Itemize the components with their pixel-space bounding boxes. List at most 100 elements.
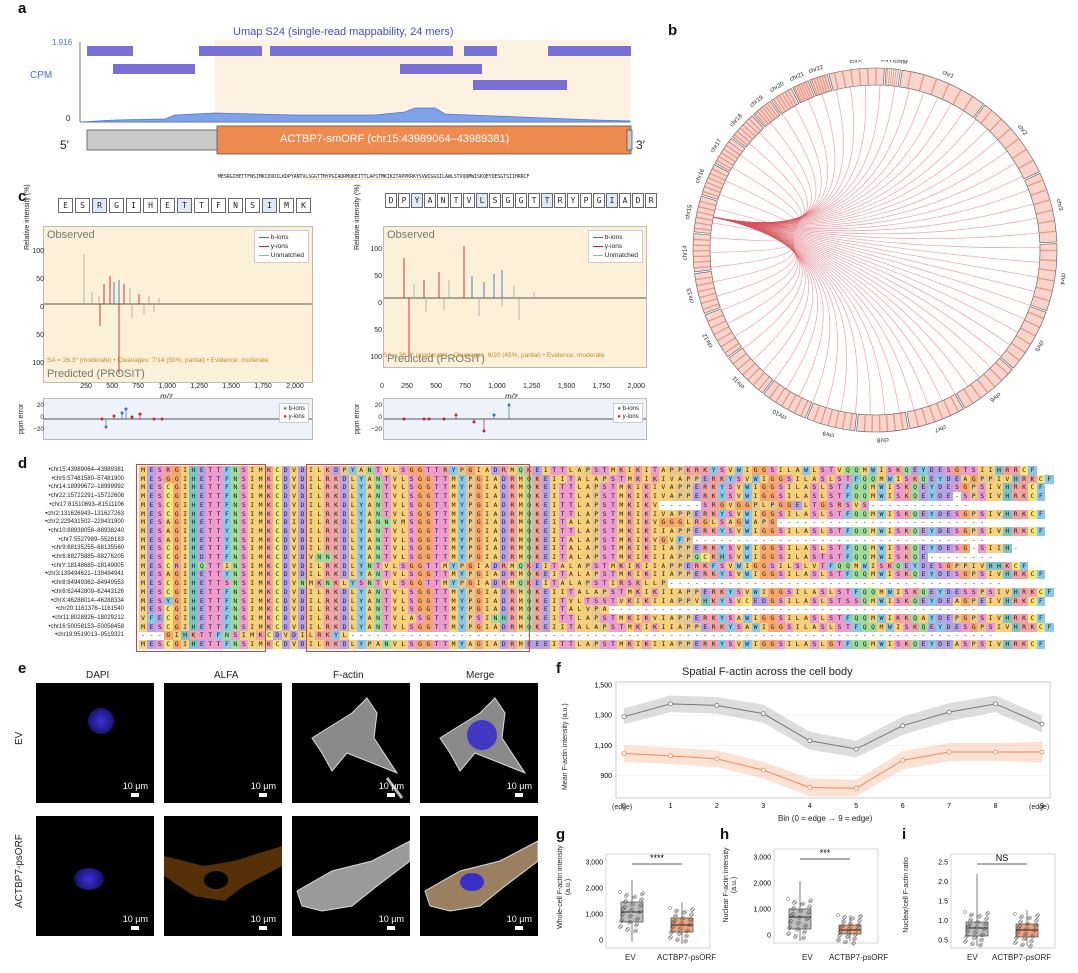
box-point	[974, 930, 978, 934]
box-point	[839, 929, 843, 933]
box-point	[982, 927, 986, 932]
ppm-left-plot: ● b-ions ● y-ions	[43, 398, 313, 440]
box-point	[836, 913, 840, 917]
i-ylabel: Nuclear/cell F-actin ratio	[903, 857, 910, 933]
residue-box: T	[450, 193, 462, 208]
box-point	[689, 913, 693, 917]
f-point	[760, 767, 766, 773]
f-ytick: 1,500	[594, 683, 612, 690]
box-point	[683, 909, 687, 914]
panel-label-i: i	[902, 826, 907, 843]
box-point	[973, 931, 977, 935]
box-ytick: 2.0	[938, 879, 948, 886]
alignment-row-label: •chr2:229431502–229431900	[45, 519, 124, 526]
box-plot-i: 2.52.01.51.00.5NS	[938, 853, 1056, 949]
residue-box: D	[385, 193, 397, 208]
chromosome-label: chr6	[988, 391, 1001, 403]
observed-label-left: Observed	[47, 229, 95, 241]
box-point	[683, 939, 687, 944]
box-point	[685, 933, 689, 938]
box-point	[857, 922, 861, 927]
box-point	[844, 939, 848, 944]
box-point	[857, 919, 861, 923]
box-point	[670, 930, 674, 934]
box-point	[1016, 926, 1020, 930]
residue-box: A	[619, 193, 631, 208]
residue-box: H	[143, 198, 158, 213]
box-point	[839, 925, 843, 930]
chromosome-segment	[1030, 243, 1058, 312]
chromosome-segment	[694, 271, 721, 314]
ppm-point	[422, 417, 426, 421]
residue-box: T	[541, 193, 553, 208]
box-point	[1035, 918, 1039, 922]
spectrum-left-svg	[44, 254, 312, 374]
alignment-row-label: •chr7:5527989–5528183	[58, 536, 125, 543]
predicted-label-left: Predicted (PROSIT)	[47, 368, 145, 380]
umap-bar	[473, 80, 567, 90]
h-cat-psorf: ACTBP7-psORF	[829, 953, 889, 962]
chromosome-label: chr22	[808, 65, 825, 76]
f-point	[946, 749, 952, 755]
residue-box: I	[126, 198, 141, 213]
box-point	[677, 932, 681, 936]
alignment-row-label: •chr14:18999672–18999992	[48, 484, 124, 491]
box-point	[1019, 919, 1023, 924]
box-point	[685, 929, 689, 934]
box-point	[1019, 915, 1023, 920]
protein-sequence: MESRGIHETTFNSIMKCDVDILKDPYANTVLSGGTTMYPG…	[218, 174, 530, 180]
chromosome-label: chr1	[941, 70, 955, 80]
box-point	[966, 928, 970, 933]
residue-box: R	[554, 193, 566, 208]
box-point	[1030, 938, 1034, 943]
box-point	[786, 932, 790, 936]
significance-label: ***	[820, 848, 831, 858]
chromosome-label: chr21	[789, 71, 806, 83]
f-xtick: 8	[994, 803, 998, 810]
box-ytick: 1,000	[753, 907, 771, 914]
box-point	[838, 933, 842, 938]
box-point	[850, 917, 854, 921]
i-cat-psorf: ACTBP7-psORF	[992, 953, 1052, 962]
umap-bar	[199, 46, 262, 56]
chord	[713, 85, 881, 223]
chromosome-segment	[704, 308, 742, 358]
panel-label-e: e	[18, 660, 27, 677]
spectrum-left-xlabel: m/z	[160, 392, 173, 401]
residue-box: P	[580, 193, 592, 208]
box-point	[806, 911, 810, 916]
box-point	[970, 942, 974, 947]
chromosome-label: chr15	[685, 204, 694, 221]
box-point	[1033, 928, 1037, 932]
alignment-row-label: •chr9:68135255–68135560	[51, 545, 124, 552]
g-cat-psorf: ACTBP7-psORF	[657, 953, 717, 962]
panel-label-f: f	[556, 660, 561, 677]
box-point	[1015, 931, 1019, 935]
f-edge-right: (edge)	[1029, 804, 1050, 811]
residue-box: M	[279, 198, 294, 213]
legend-right: b-ions y-ions Unmatched	[587, 230, 643, 263]
f-point	[900, 757, 906, 763]
micrograph-psorf-factin: 10 μm	[292, 816, 410, 936]
micrograph-ev-dapi: 10 μm	[36, 683, 154, 803]
box-point	[965, 929, 969, 934]
ppm-point	[427, 417, 431, 421]
box-point	[983, 926, 987, 931]
box-point	[1034, 923, 1038, 927]
box-point	[1024, 927, 1028, 932]
box-ytick: 1.0	[938, 918, 948, 925]
box-point	[623, 900, 627, 904]
peptide-box-1	[136, 464, 266, 652]
box-point	[634, 923, 638, 928]
chromosome-label: chr9	[822, 429, 835, 438]
spectrum-left-plot: Observed Predicted (PROSIT) SA = 26.3° (…	[43, 226, 313, 383]
box-point	[688, 922, 692, 927]
box-point	[978, 913, 982, 918]
f-point	[668, 753, 673, 759]
box-point	[791, 907, 795, 911]
